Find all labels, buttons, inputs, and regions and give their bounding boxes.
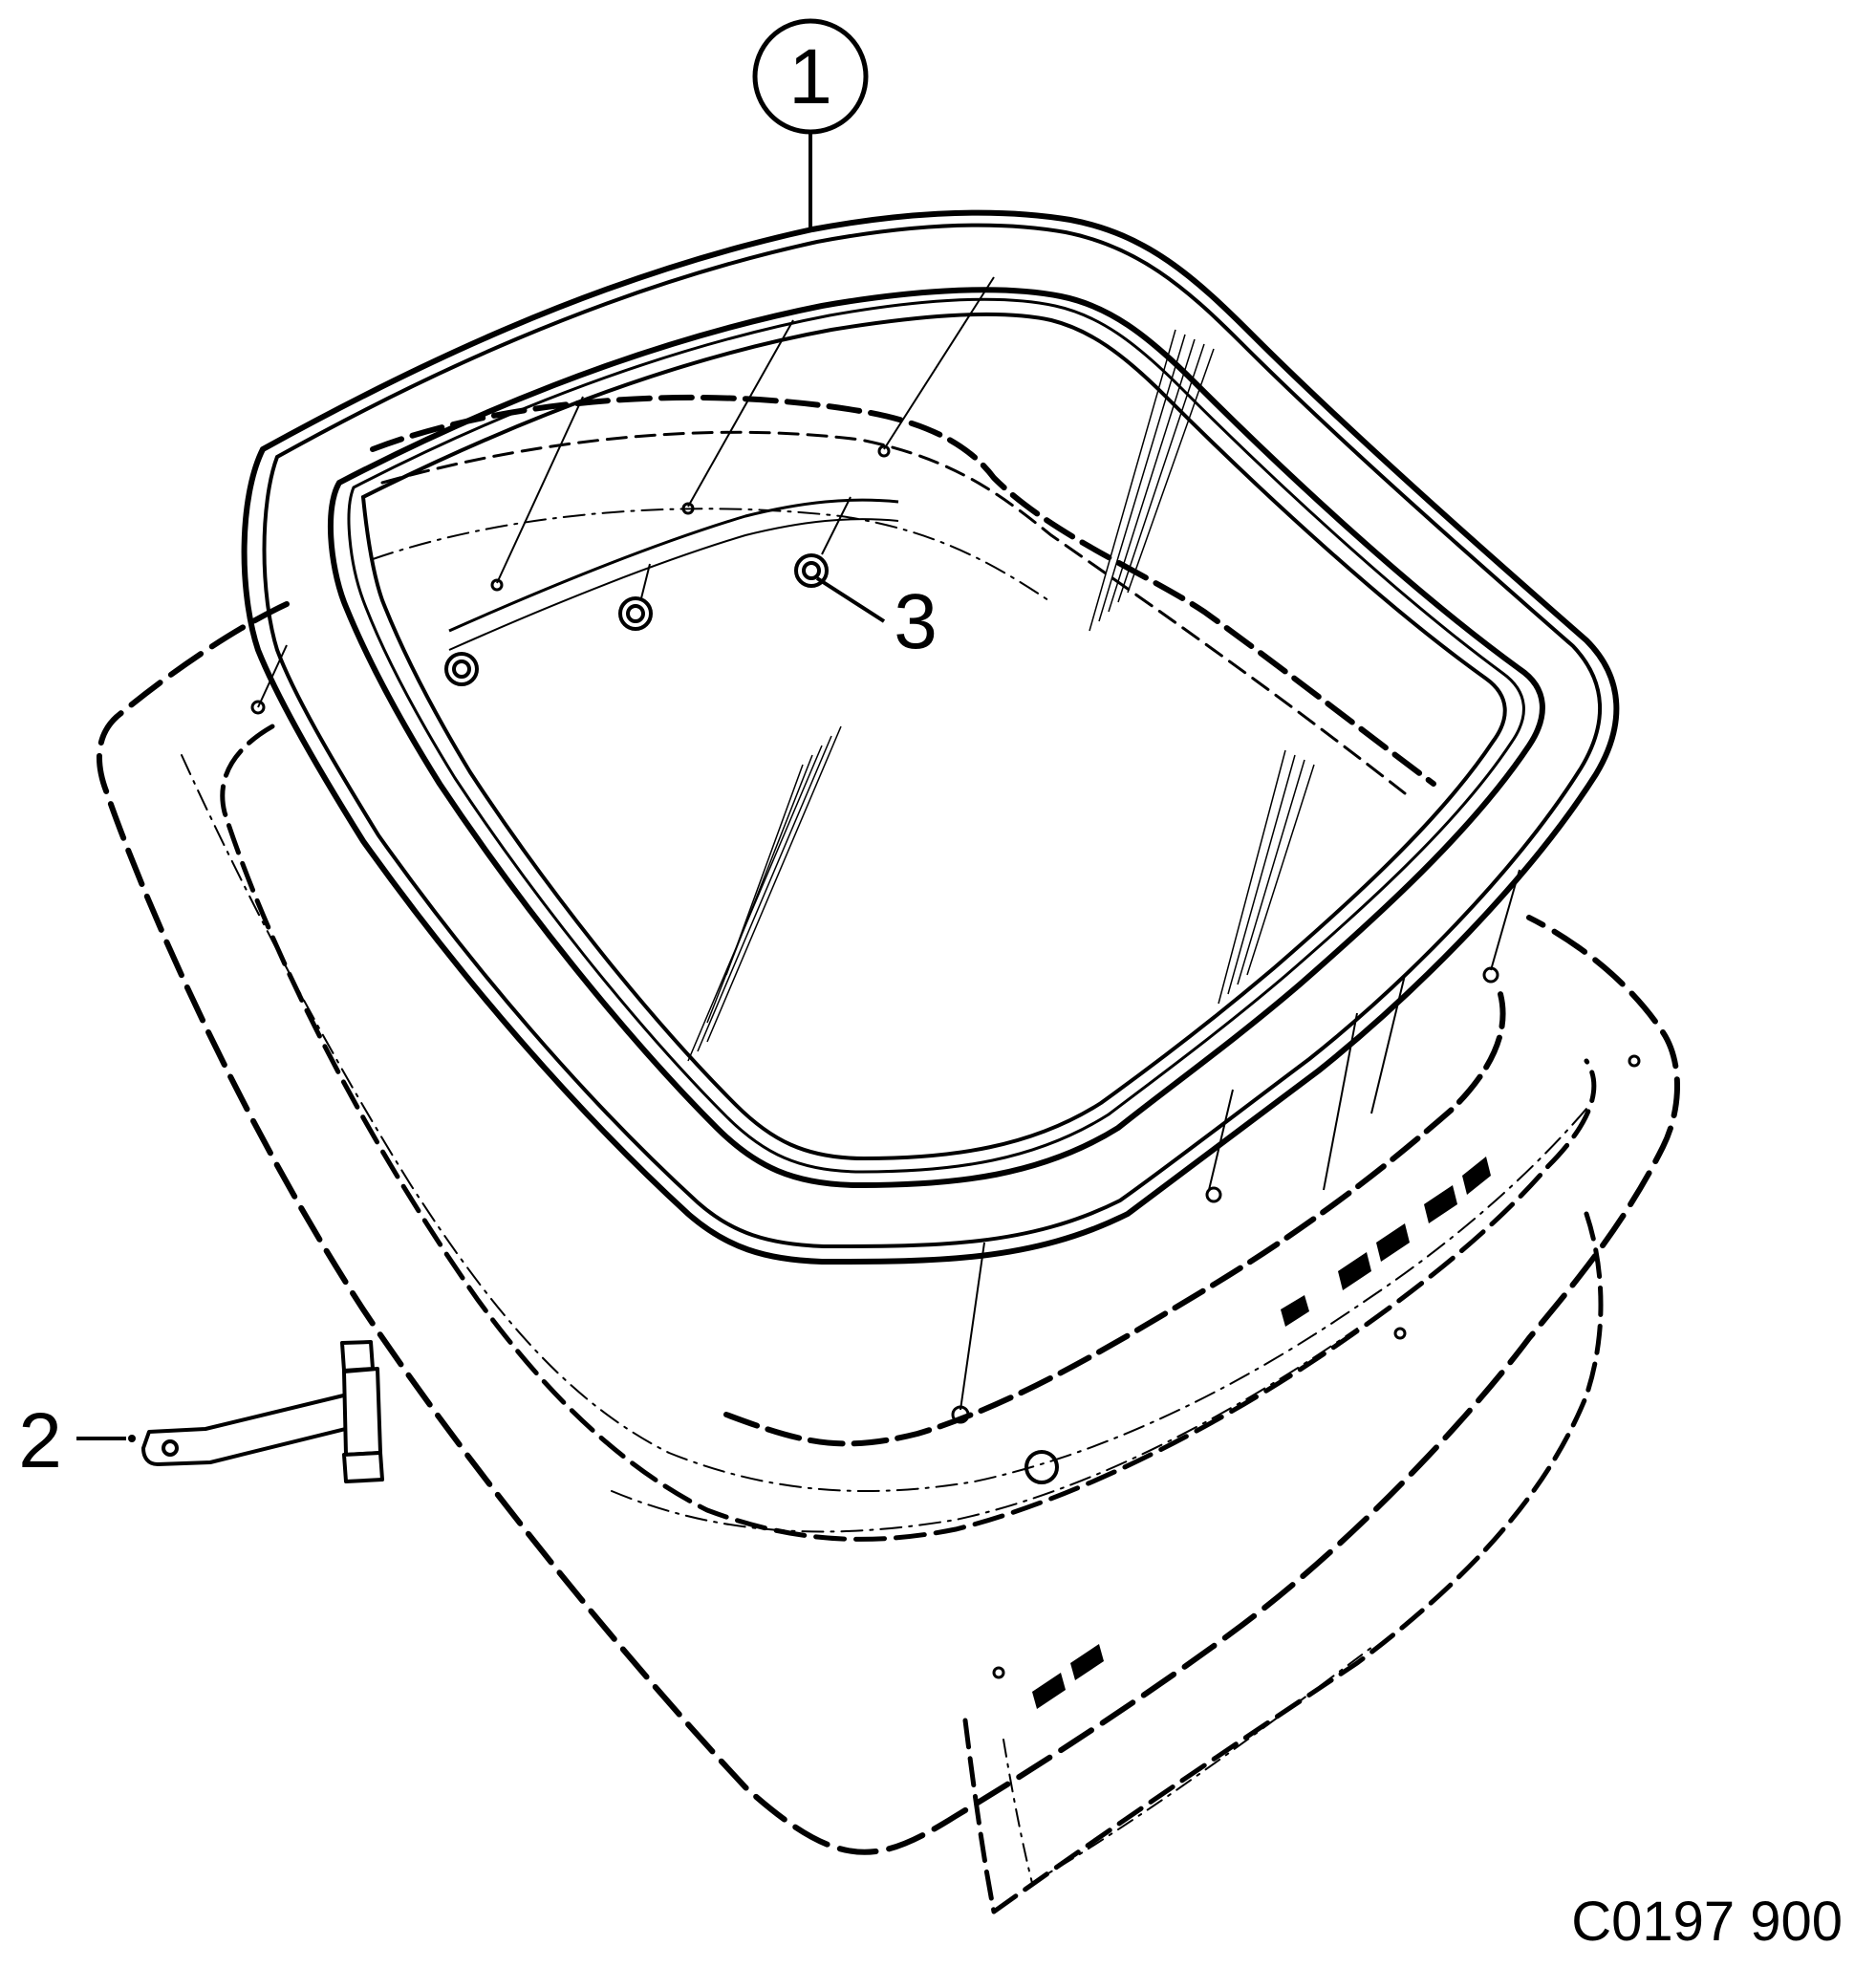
callout-2-leader-dot [128, 1435, 136, 1442]
glass-frame-lower-rim [448, 498, 899, 633]
clip-top-flange [340, 1340, 375, 1373]
glass-opening-flange [370, 394, 1436, 787]
callout-3: 3 [815, 576, 938, 665]
callout-2-label: 2 [18, 1397, 62, 1484]
glass-reflection-hatching [687, 329, 1315, 1062]
contour-line-a [181, 754, 1587, 1492]
contour-line-c [372, 508, 1052, 603]
tailgate-outer-contour [97, 601, 1680, 1855]
panel-hole [250, 700, 266, 715]
callout-2: 2 [18, 1397, 136, 1484]
glass-pane-edge [360, 312, 1507, 1161]
panel-hole [1393, 1327, 1407, 1340]
tailgate-body [97, 394, 1680, 1914]
tailgate-inner-contour [220, 724, 1597, 1542]
panel-hole [1628, 1054, 1641, 1068]
contour-line-b [611, 1328, 1358, 1533]
glass-frame-lower-rim-2 [448, 518, 899, 651]
glass-studs [490, 444, 891, 592]
panel-slots [1032, 1157, 1491, 1709]
nut-icon [618, 596, 653, 631]
clip-bottom-flange [342, 1451, 384, 1483]
rear-glass-assembly [241, 209, 1620, 1411]
clip-hole [162, 1439, 179, 1457]
tailgate-lower-lip [723, 991, 1506, 1447]
glass-seal-outer [241, 209, 1620, 1265]
clip-body [342, 1367, 382, 1457]
callout-1-label: 1 [788, 33, 832, 120]
callout-3-label: 3 [894, 578, 938, 665]
panel-hole-large [1024, 1450, 1059, 1484]
glass-seal-outer-2 [262, 223, 1603, 1249]
panel-hole [1482, 966, 1499, 984]
figure-code: C0197 900 [1571, 1891, 1843, 1953]
panel-hole [1205, 1186, 1222, 1203]
glass-opening-flange-inner [380, 430, 1407, 795]
license-recess [962, 1211, 1604, 1914]
glass-seal-inner [327, 287, 1545, 1189]
callout-3-leader [815, 576, 886, 623]
nuts-item-3 [444, 553, 829, 686]
callout-1: 1 [752, 18, 869, 229]
stud-leader-lines [257, 276, 1520, 1411]
nut-icon [444, 652, 479, 686]
panel-hole [992, 1666, 1005, 1679]
clip-item-2 [141, 1340, 384, 1483]
license-recess-inner [1003, 1643, 1377, 1885]
